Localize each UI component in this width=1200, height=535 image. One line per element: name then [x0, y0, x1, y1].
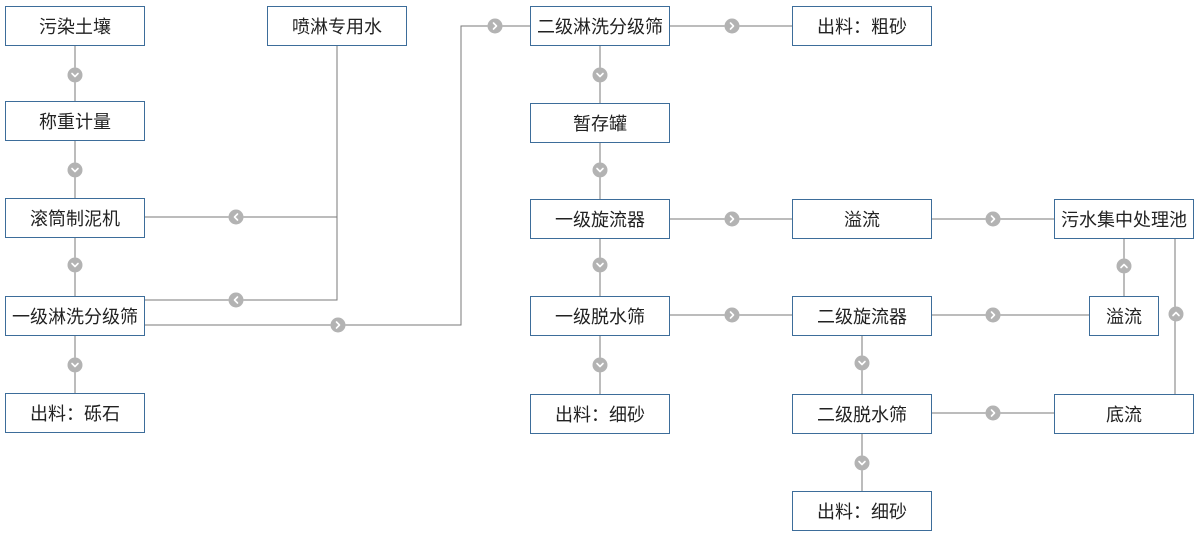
arrow-left-icon [228, 209, 244, 225]
arrow-right-icon [985, 307, 1001, 323]
arrow-down-icon [67, 357, 83, 373]
arrow-right-icon [985, 211, 1001, 227]
arrow-up-icon [1116, 258, 1132, 274]
arrow-left-icon [228, 292, 244, 308]
arrow-down-icon [592, 357, 608, 373]
arrow-right-icon [330, 317, 346, 333]
node-wastewater-pool: 污水集中处理池 [1054, 199, 1194, 239]
node-primary-wash-screen: 一级淋洗分级筛 [5, 296, 145, 336]
arrow-down-icon [67, 67, 83, 83]
arrow-right-icon [724, 18, 740, 34]
node-spray-water: 喷淋专用水 [267, 6, 407, 46]
connector-line [145, 45, 338, 301]
arrow-down-icon [854, 455, 870, 471]
node-output-fine-sand-1: 出料：细砂 [530, 394, 670, 434]
arrow-right-icon [985, 405, 1001, 421]
node-secondary-wash-screen: 二级淋洗分级筛 [530, 6, 670, 46]
arrow-up-icon [1168, 306, 1184, 322]
arrow-down-icon [67, 257, 83, 273]
node-buffer-tank: 暂存罐 [530, 103, 670, 143]
node-contaminated-soil: 污染土壤 [5, 6, 145, 46]
arrow-down-icon [854, 355, 870, 371]
node-primary-cyclone: 一级旋流器 [530, 199, 670, 239]
node-overflow-2: 溢流 [1089, 296, 1159, 336]
node-drum-mud-machine: 滚筒制泥机 [5, 198, 145, 238]
node-weighing: 称重计量 [5, 101, 145, 141]
connector-arrows [67, 18, 1184, 471]
arrow-down-icon [67, 162, 83, 178]
arrow-down-icon [592, 162, 608, 178]
arrow-down-icon [592, 67, 608, 83]
node-secondary-cyclone: 二级旋流器 [792, 296, 932, 336]
node-output-gravel: 出料：砾石 [5, 393, 145, 433]
arrow-right-icon [724, 307, 740, 323]
node-primary-dewater-screen: 一级脱水筛 [530, 296, 670, 336]
node-secondary-dewater-screen: 二级脱水筛 [792, 394, 932, 434]
arrow-down-icon [592, 257, 608, 273]
arrow-right-icon [487, 18, 503, 34]
node-output-fine-sand-2: 出料：细砂 [792, 491, 932, 531]
node-underflow: 底流 [1054, 394, 1194, 434]
node-output-coarse-sand: 出料：粗砂 [792, 6, 932, 46]
arrow-right-icon [724, 211, 740, 227]
node-overflow-1: 溢流 [792, 199, 932, 239]
